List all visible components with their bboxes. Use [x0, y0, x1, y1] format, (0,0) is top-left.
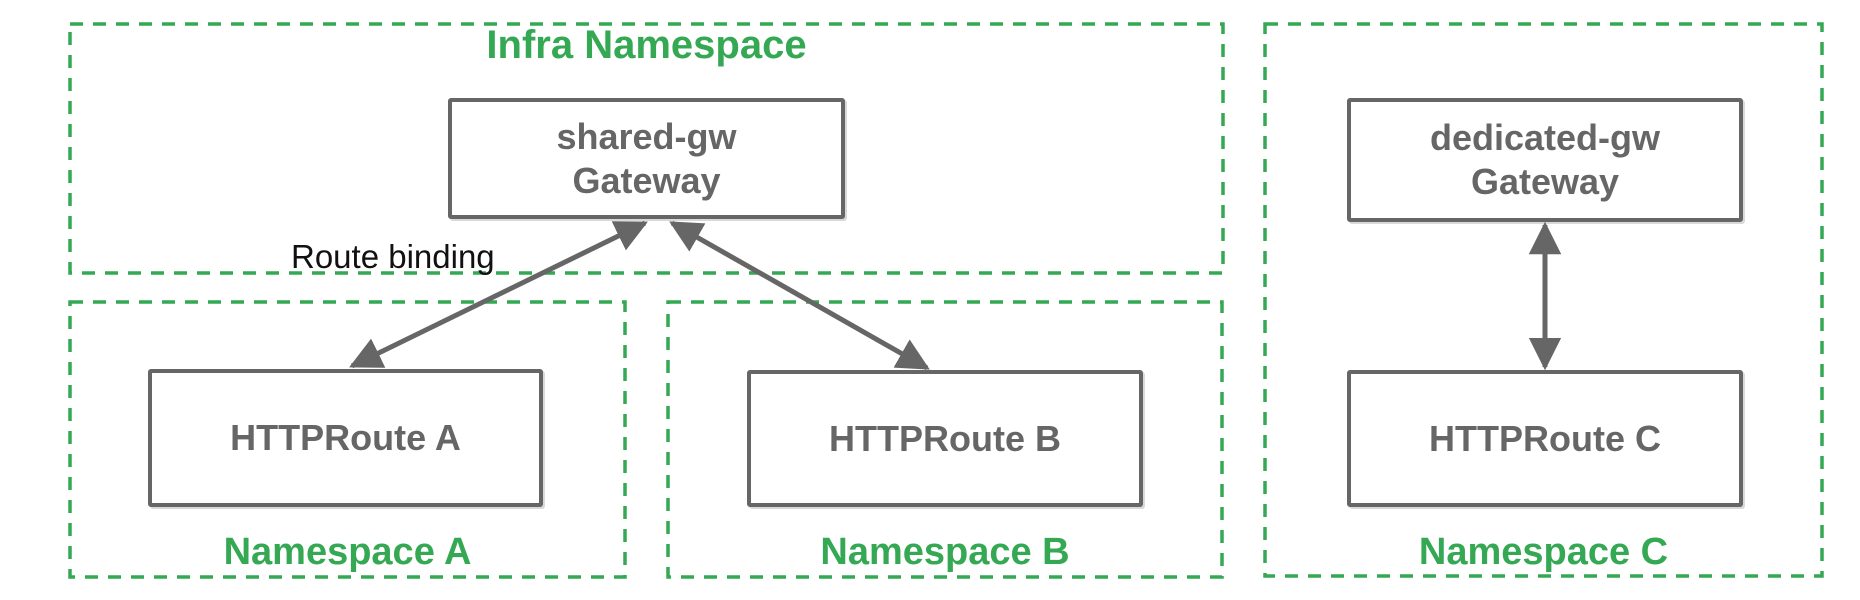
- namespace-c-boundary: [1263, 22, 1824, 578]
- namespace-b-title: Namespace B: [820, 531, 1070, 573]
- route-binding-arrow-a: [349, 220, 648, 369]
- httproute-b-node: HTTPRoute B: [747, 370, 1143, 507]
- shared-gw-gateway-name: shared-gw: [556, 115, 737, 157]
- httproute-c-label: HTTPRoute C: [1429, 417, 1661, 459]
- httproute-b-label: HTTPRoute B: [829, 417, 1061, 459]
- httproute-a-node: HTTPRoute A: [148, 369, 543, 507]
- dedicated-gw-gateway-node: dedicated-gw Gateway: [1347, 98, 1743, 222]
- namespace-c-title: Namespace C: [1418, 531, 1669, 573]
- dedicated-gw-gateway-kind: Gateway: [1470, 161, 1620, 202]
- shared-gw-gateway-kind: Gateway: [572, 159, 721, 201]
- namespace-a-title: Namespace A: [223, 531, 472, 573]
- shared-gw-gateway-node: shared-gw Gateway: [448, 98, 845, 219]
- httproute-c-node: HTTPRoute C: [1347, 370, 1743, 507]
- route-binding-label: Route binding: [291, 238, 495, 275]
- httproute-a-label: HTTPRoute A: [230, 417, 461, 458]
- namespace-b-boundary: [666, 300, 1224, 579]
- infra-namespace-title: Infra Namespace: [486, 23, 807, 67]
- route-binding-arrow-b: [669, 220, 930, 371]
- dedicated-gw-gateway-name: dedicated-gw: [1429, 117, 1661, 158]
- namespace-a-boundary: [68, 300, 627, 579]
